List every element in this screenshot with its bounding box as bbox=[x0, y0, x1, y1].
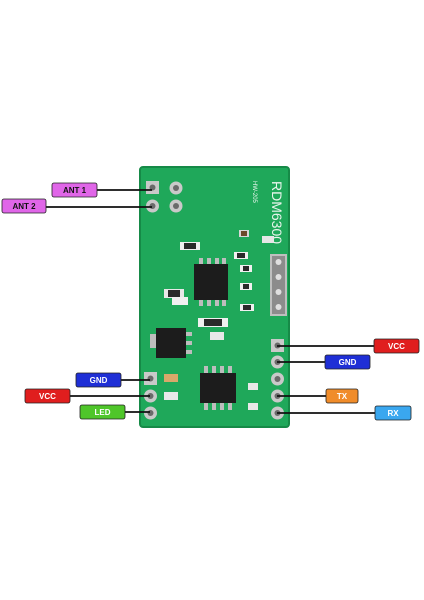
label-gnd-right: GND bbox=[324, 354, 371, 370]
lower-chip bbox=[200, 366, 236, 410]
antenna-header bbox=[146, 181, 183, 213]
smd-components bbox=[164, 230, 274, 410]
upper-chip bbox=[194, 258, 228, 306]
label-ant1: ANT 1 bbox=[51, 182, 98, 198]
svg-text:GND: GND bbox=[339, 358, 357, 367]
label-vcc-right: VCC bbox=[373, 338, 420, 354]
board-name: RDM6300 bbox=[269, 181, 285, 244]
svg-text:VCC: VCC bbox=[39, 392, 56, 401]
leader-lines bbox=[46, 189, 375, 414]
svg-text:ANT 2: ANT 2 bbox=[12, 202, 36, 211]
svg-text:GND: GND bbox=[90, 376, 108, 385]
label-tx: TX bbox=[325, 388, 359, 404]
board-revision: HW-205 bbox=[251, 181, 257, 204]
right-4pin-header bbox=[270, 254, 287, 316]
svg-text:RX: RX bbox=[387, 409, 399, 418]
label-led: LED bbox=[79, 404, 126, 420]
label-vcc-left: VCC bbox=[24, 388, 71, 404]
svg-text:ANT 1: ANT 1 bbox=[63, 186, 87, 195]
svg-text:TX: TX bbox=[337, 392, 348, 401]
label-ant2: ANT 2 bbox=[1, 198, 47, 214]
svg-text:VCC: VCC bbox=[388, 342, 405, 351]
label-gnd-left: GND bbox=[75, 372, 122, 388]
label-rx: RX bbox=[374, 405, 412, 421]
svg-text:LED: LED bbox=[95, 408, 111, 417]
left-3pin-header bbox=[144, 372, 157, 420]
voltage-regulator bbox=[150, 328, 192, 358]
